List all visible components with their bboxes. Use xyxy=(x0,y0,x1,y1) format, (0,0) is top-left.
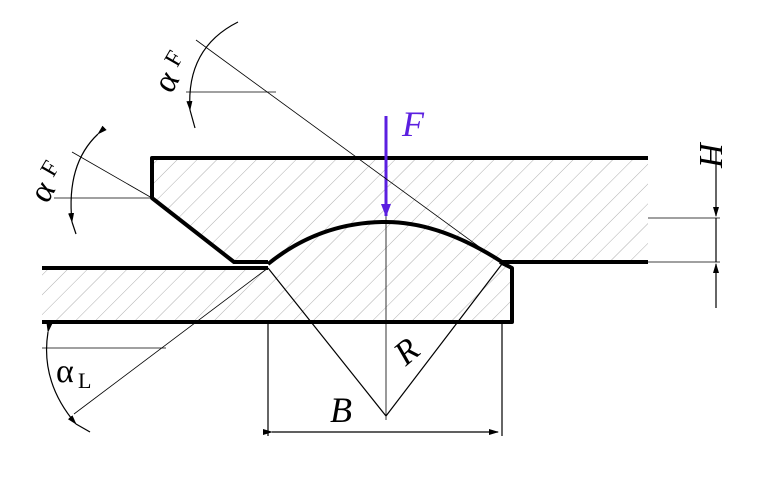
radius-line-right xyxy=(385,263,503,417)
label-alpha-l-sub: L xyxy=(78,368,91,393)
lower-plate-fill xyxy=(42,222,512,322)
alpha-f-left-arc xyxy=(68,125,107,223)
alpha-l-arc-tail xyxy=(75,423,91,433)
label-radius-r: R xyxy=(386,331,427,373)
label-height-h: H xyxy=(693,141,730,169)
label-alpha-f-top-sub: F xyxy=(160,47,189,72)
alpha-f-left-arc-tail xyxy=(71,221,77,235)
label-force-f: F xyxy=(401,104,425,144)
alpha-l-arc xyxy=(45,322,77,425)
radius-line-left xyxy=(267,267,387,417)
chamfer-construction-line xyxy=(71,151,153,199)
label-alpha-f-left-sub: F xyxy=(36,157,65,182)
lower-construction-line xyxy=(73,267,269,415)
alpha-f-top-arc-tail xyxy=(189,109,196,129)
alpha-f-top-arc xyxy=(186,21,239,111)
label-width-b: B xyxy=(330,390,352,430)
lower-plate-outline xyxy=(42,260,514,324)
label-alpha-l: α xyxy=(56,353,74,390)
upper-plate-fill xyxy=(152,158,648,262)
chamfer-construction-line-upper xyxy=(195,39,501,263)
